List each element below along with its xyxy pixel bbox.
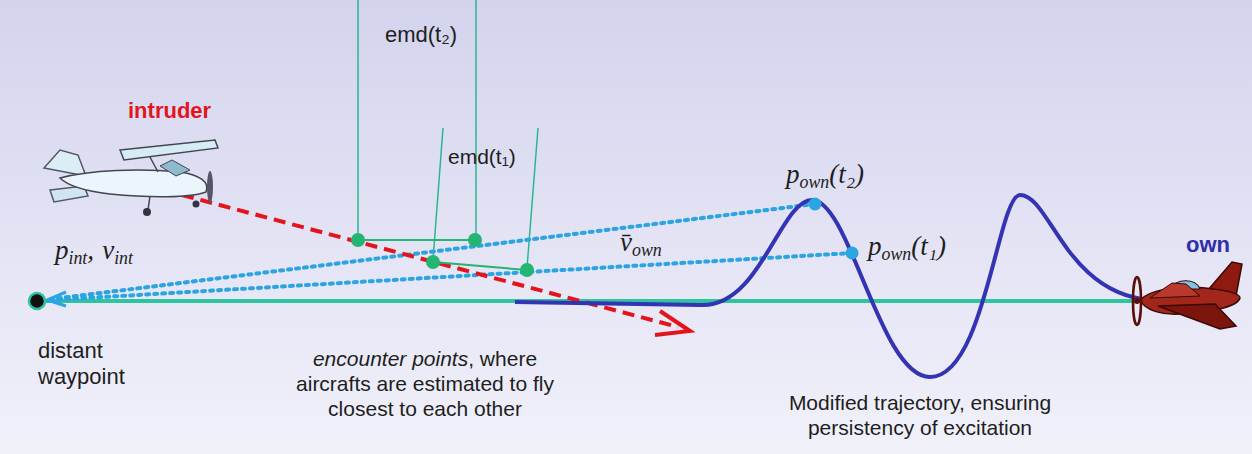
emd-label-text: emd(t₁) [448, 145, 516, 168]
position-symbol: pown(t₂) [786, 158, 864, 194]
position-symbol-text: own [882, 244, 912, 264]
note-text: Modified trajectory, ensuring persistenc… [770, 390, 1070, 440]
note-text-text: Modified trajectory, ensuring persistenc… [789, 391, 1051, 439]
position-symbol-text: (t₁) [911, 231, 946, 261]
velocity-symbol: v̄own [620, 226, 662, 262]
intruder-plane [44, 140, 218, 216]
state-symbol: pint,vint [55, 234, 133, 270]
aircraft-label-text: own [1186, 232, 1230, 257]
waypoint-label: distant waypoint [38, 338, 138, 391]
state-symbol-text: , [87, 235, 94, 265]
encounter-point [426, 255, 440, 269]
position-symbol-text: p [786, 159, 800, 189]
position-dot [846, 247, 859, 260]
state-symbol-text: p [55, 235, 69, 265]
waypoint-label-text: distant waypoint [38, 338, 125, 389]
aircraft-label: intruder [128, 98, 211, 124]
leader-line [357, 0, 359, 238]
arrowhead [47, 292, 66, 306]
encounter-point [468, 233, 482, 247]
emd-segment [433, 262, 527, 270]
leader-line [475, 0, 477, 238]
intruder-path [182, 195, 678, 327]
arrowhead [655, 311, 690, 335]
emd-segment [358, 239, 475, 241]
position-symbol-text: p [868, 231, 882, 261]
state-symbol-text: v [102, 235, 114, 265]
velocity-symbol-text: v̄ [620, 227, 632, 257]
leader-line [527, 128, 538, 268]
emd-label-text: emd(t₂) [385, 22, 457, 47]
emd-label: emd(t₁) [448, 144, 516, 169]
aircraft-label: own [1186, 232, 1230, 258]
emd-label: emd(t₂) [385, 22, 457, 48]
position-dot [809, 198, 822, 211]
own-plane [1133, 262, 1242, 329]
note-text: encounter points, where aircrafts are es… [280, 346, 570, 422]
position-symbol-text: own [800, 172, 830, 192]
encounter-point [520, 263, 534, 277]
state-symbol-text: int [69, 248, 88, 268]
state-symbol-text: int [114, 248, 133, 268]
position-symbol: pown(t₁) [868, 230, 946, 266]
waypoint-dot [29, 293, 45, 309]
velocity-symbol-text: own [632, 240, 662, 260]
encounter-point [351, 233, 365, 247]
aircraft-label-text: intruder [128, 98, 211, 123]
position-symbol-text: (t₂) [829, 159, 864, 189]
note-text-text: encounter points [313, 347, 468, 370]
velocity-line [52, 204, 815, 299]
trajectory-curve [515, 195, 1150, 377]
